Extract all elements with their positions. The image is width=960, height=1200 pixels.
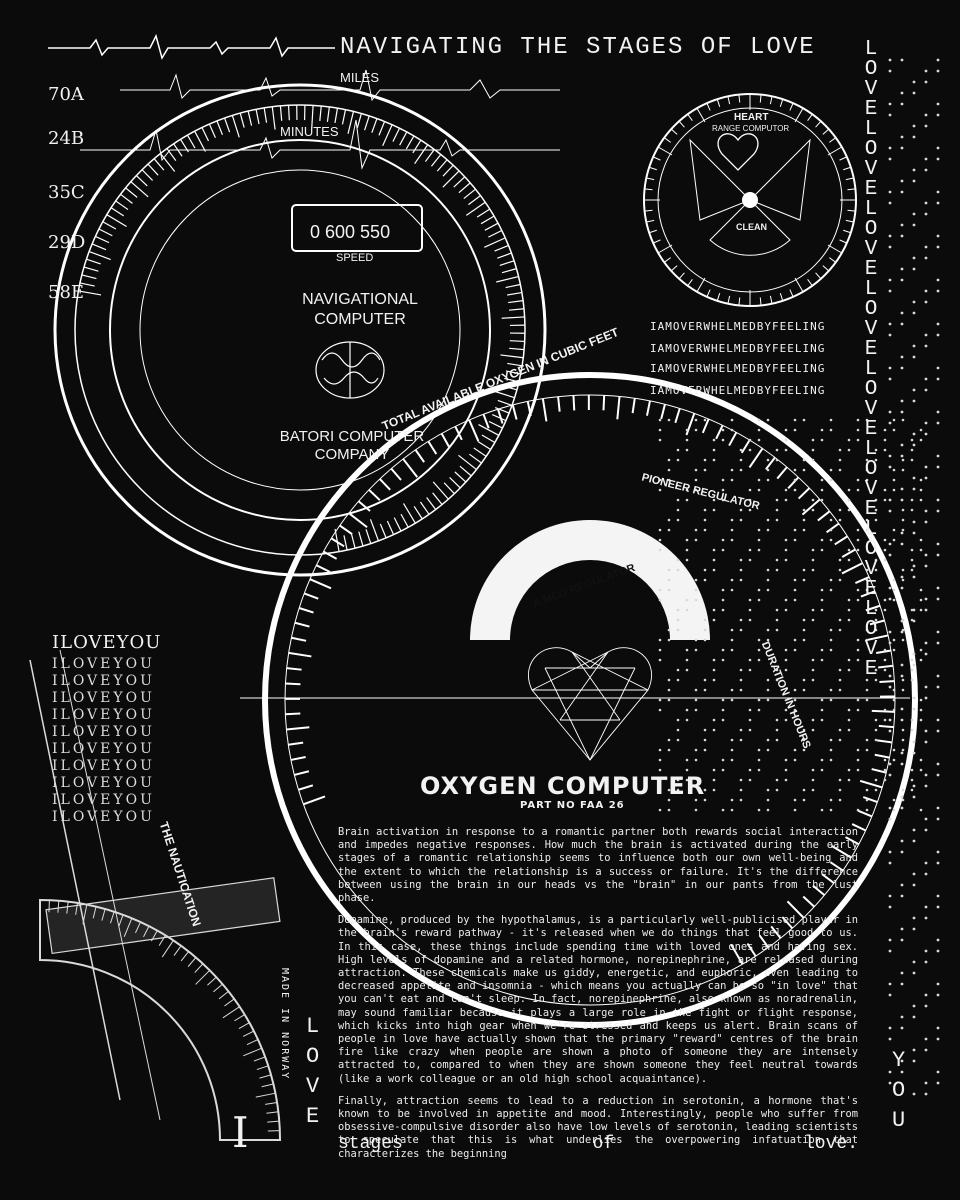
footer-letter-i: I [232,1108,249,1157]
row-label-1: 70A [48,84,84,105]
article-paragraph-3: Finally, attraction seems to lead to a r… [338,1094,858,1160]
iloveyou-row: ILOVEYOU [52,792,155,808]
iloveyou-row: ILOVEYOU [52,707,155,723]
nav-computer-title: NAVIGATIONAL COMPUTER [302,291,418,328]
typed-line-3: IAMOVERWHELMEDBYFEELING [650,362,826,375]
iloveyou-row: ILOVEYOU [52,656,155,672]
heart-computer-title: HEART [734,112,769,123]
iloveyou-row: ILOVEYOU [52,724,155,740]
iloveyou-heading: ILOVEYOU [52,632,162,653]
article-paragraph-2: Dopamine, produced by the hypothalamus, … [338,914,858,1085]
made-in-label: MADE IN NORWAY [279,968,290,1081]
heart-computer-subtitle: RANGE COMPUTOR [712,124,790,133]
iloveyou-row: ILOVEYOU [52,673,155,689]
footer-line: stages of love. [338,1134,858,1154]
article-text: Brain activation in response to a romant… [338,826,858,1170]
miles-label: MILES [340,70,380,85]
iloveyou-row: ILOVEYOU [52,809,155,825]
row-label-3: 35C [48,182,85,203]
footer-love-vertical: LOVE [306,1014,320,1129]
navigational-computer-dial [53,83,547,577]
footer-love: love. [803,1134,858,1154]
heart-computer-center: CLEAN [736,222,767,232]
vertical-love-column: LOVELOVELOVELOVELOVELOVELOVELOVE [864,38,878,681]
row-label-4: 29D [48,232,86,253]
oxygen-computer-title: OXYGEN COMPUTER [420,772,706,800]
speed-label: SPEED [336,252,374,264]
footer-stages: stages [338,1134,403,1154]
ecg-line-1 [120,69,560,102]
iloveyou-row: ILOVEYOU [52,775,155,791]
row-label-2: 24B [48,128,85,149]
speed-readout: 0 600 550 [310,222,391,242]
iloveyou-row: ILOVEYOU [52,758,155,774]
typed-line-4: IAMOVERWHELMEDBYFEELING [650,384,826,397]
heartbeat-line [48,33,335,60]
iloveyou-row: ILOVEYOU [52,690,155,706]
typed-line-2: IAMOVERWHELMEDBYFEELING [650,342,826,355]
heart-range-computer [643,93,857,307]
article-paragraph-1: Brain activation in response to a romant… [338,826,858,905]
page-title: NAVIGATING THE STAGES OF LOVE [340,34,816,61]
footer-you-vertical: YOU [892,1048,906,1133]
minutes-label: MINUTES [280,124,339,139]
protractor [29,649,282,1141]
iloveyou-row: ILOVEYOU [52,741,155,757]
oxygen-computer-dial [262,372,918,1028]
oxygen-computer-part: PART NO FAA 26 [520,800,625,811]
typed-line-1: IAMOVERWHELMEDBYFEELING [650,320,826,333]
nav-computer-company: BATORI COMPUTER COMPANY [279,428,425,463]
footer-of: of [592,1134,615,1154]
row-label-5: 58E [48,282,85,303]
